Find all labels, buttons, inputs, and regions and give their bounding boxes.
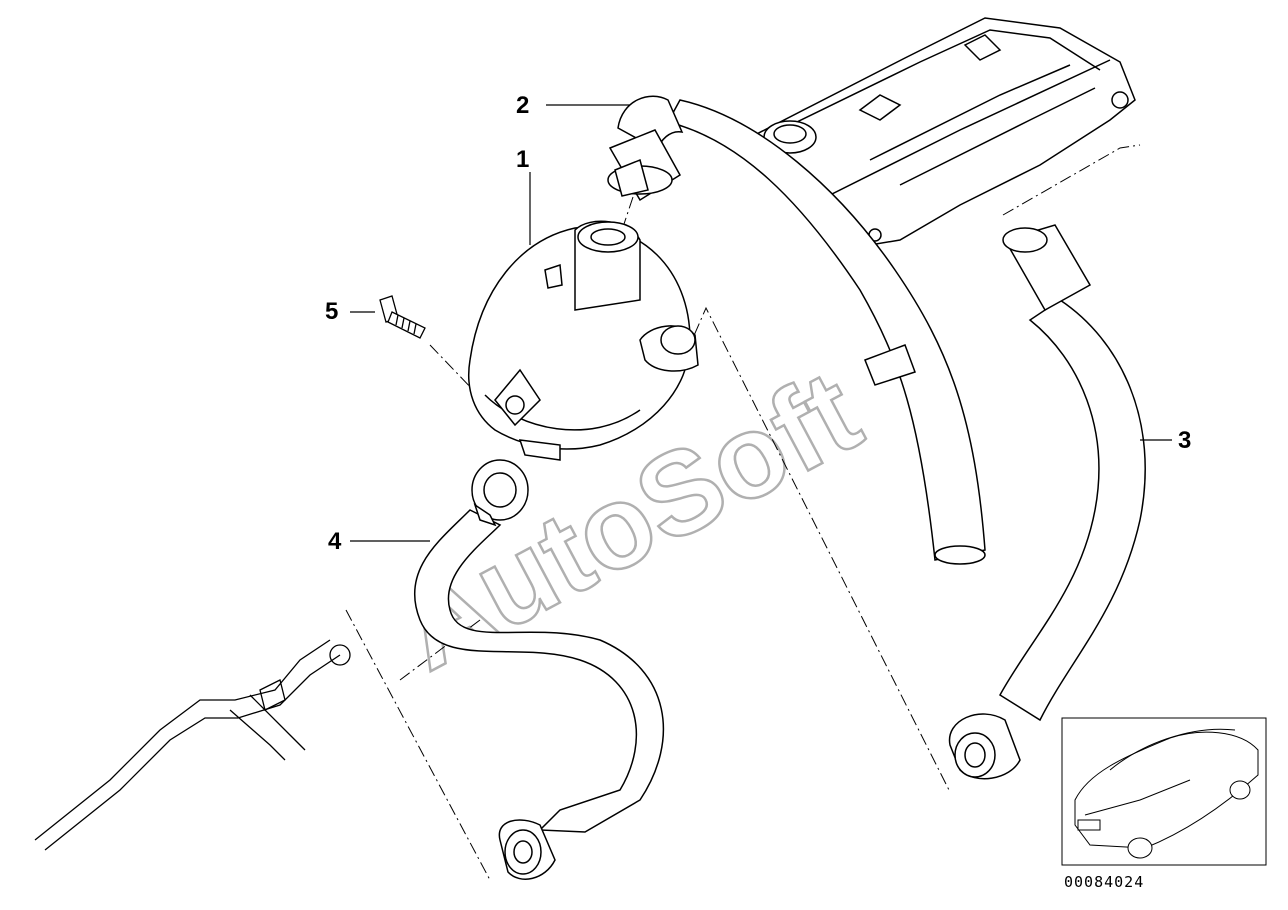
oil-separator: [468, 220, 699, 461]
callout-4: 4: [328, 528, 342, 555]
callout-3: 3: [1178, 427, 1192, 454]
leader-lines: [350, 104, 1172, 542]
hose-4: [414, 459, 665, 880]
hose-2: [607, 95, 986, 565]
hose-3: [948, 224, 1146, 780]
reference-code: 00084024: [1064, 873, 1145, 891]
callout-5: 5: [325, 298, 339, 325]
dipstick-tube: [34, 639, 351, 851]
screw-5: [379, 295, 426, 339]
car-thumbnail-icon: [1061, 717, 1267, 866]
callout-2: 2: [516, 92, 530, 119]
callout-1: 1: [516, 146, 530, 173]
